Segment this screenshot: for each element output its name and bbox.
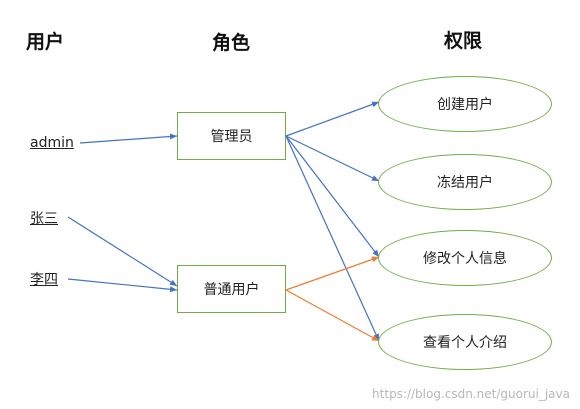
arrow-admin-role-to-edit-info: [285, 135, 380, 258]
arrow-admin-role-to-freeze-user: [285, 135, 380, 182]
permission-edit-personal-info: 修改个人信息: [378, 230, 552, 286]
arrow-lisi-to-normal-role: [67, 278, 178, 293]
user-admin: admin: [30, 135, 74, 151]
permission-view-personal-intro: 查看个人介绍: [378, 314, 552, 370]
watermark-text: https://blog.csdn.net/guorui_java: [372, 387, 570, 401]
user-zhangsan: 张三: [30, 211, 58, 227]
arrow-admin-role-to-view-intro: [285, 135, 380, 342]
header-users: 用户: [26, 31, 65, 53]
arrow-admin-to-admin-role: [79, 133, 178, 144]
header-roles: 角色: [212, 32, 251, 54]
arrow-admin-role-to-create-user: [285, 101, 380, 137]
arrow-zhangsan-to-normal-role: [67, 216, 178, 287]
permission-create-user: 创建用户: [378, 76, 552, 132]
role-admin: 管理员: [177, 112, 286, 160]
arrow-normal-role-to-edit-info: [285, 256, 380, 291]
header-permissions: 权限: [444, 30, 483, 52]
permission-freeze-user: 冻结用户: [378, 154, 552, 210]
arrow-normal-role-to-view-intro: [285, 289, 380, 342]
role-normal-user: 普通用户: [177, 265, 286, 313]
user-lisi: 李四: [30, 272, 58, 288]
